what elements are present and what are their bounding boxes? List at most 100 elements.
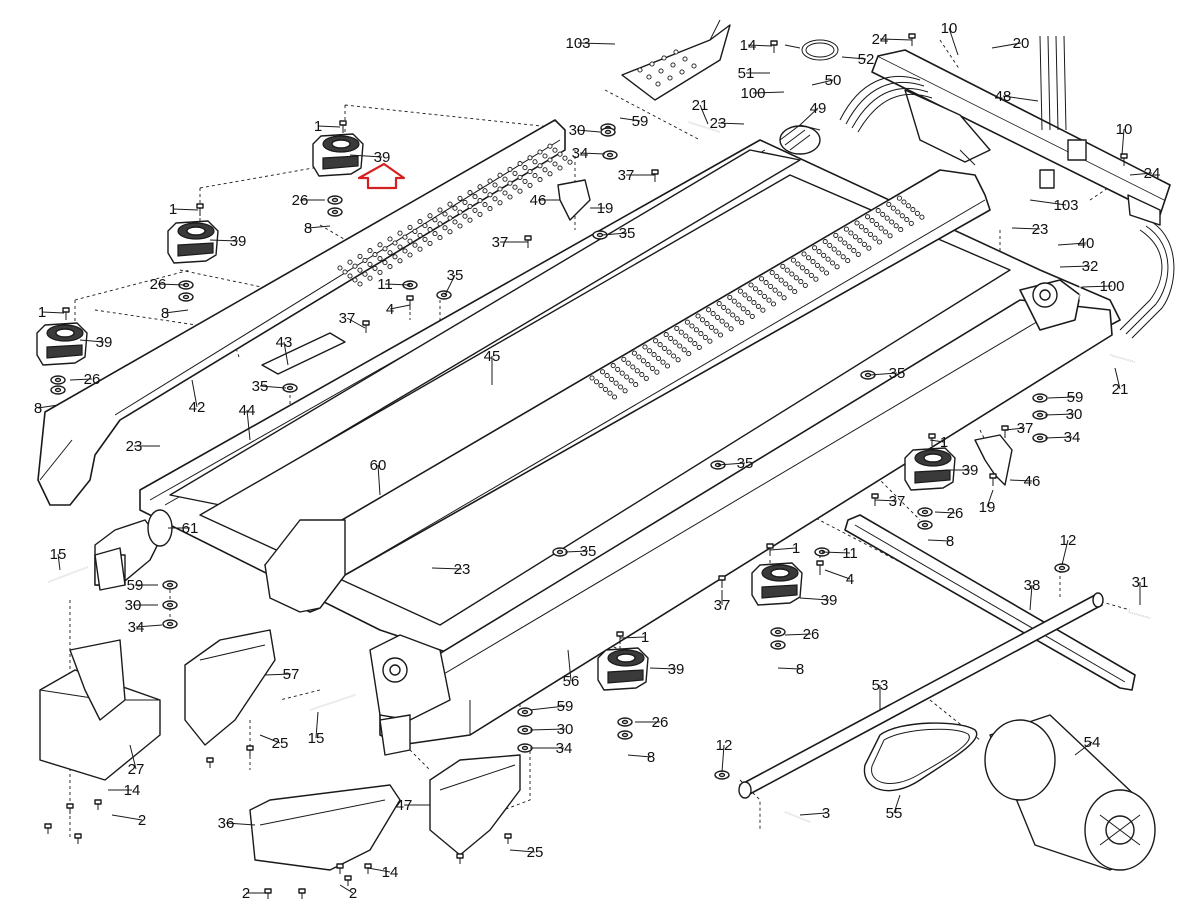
perforation-hole xyxy=(867,231,874,237)
perforation-hole xyxy=(842,240,848,246)
perforation-hole xyxy=(352,277,358,283)
callout-label: 2 xyxy=(349,885,357,902)
washer xyxy=(1032,410,1048,420)
leader-line xyxy=(777,667,801,670)
bolt-21 xyxy=(1109,354,1136,363)
callout-label: 35 xyxy=(252,378,269,395)
perforation-hole xyxy=(827,242,833,248)
leader-line xyxy=(879,38,913,41)
drive-belt xyxy=(863,722,978,792)
screw xyxy=(362,320,370,333)
perforation-hole xyxy=(407,238,413,244)
cushion-group xyxy=(36,133,956,691)
perforation-hole xyxy=(604,373,610,379)
leader-line xyxy=(799,107,819,126)
callout-label: 45 xyxy=(484,348,501,365)
perforation-hole xyxy=(666,349,672,355)
callout-label: 19 xyxy=(979,499,996,516)
callout-label: 27 xyxy=(128,761,145,778)
perforation-hole xyxy=(814,262,821,268)
screw xyxy=(616,631,624,644)
perforation-hole xyxy=(740,306,746,312)
perforation-hole xyxy=(751,300,757,306)
washer xyxy=(50,375,66,385)
bolt-3 xyxy=(784,811,811,823)
washer xyxy=(162,580,178,590)
perforation-hole xyxy=(417,219,423,225)
cushion-39 xyxy=(312,133,364,177)
callout-label: 35 xyxy=(580,543,597,560)
perforation-hole xyxy=(646,74,652,80)
perforation-hole xyxy=(357,267,363,273)
washer xyxy=(617,730,633,740)
leader-line xyxy=(444,274,456,296)
callout-label: 44 xyxy=(239,402,256,419)
perforation-hole xyxy=(387,264,393,270)
perforation-hole xyxy=(661,55,667,61)
perforation-hole xyxy=(432,231,438,237)
perforation-hole xyxy=(537,177,543,183)
callout-label: 30 xyxy=(1066,406,1083,423)
perforation-hole xyxy=(621,356,627,362)
perforation-hole xyxy=(442,211,448,217)
leader-line xyxy=(948,27,959,56)
perforation-hole xyxy=(600,369,606,375)
perforation-hole xyxy=(869,218,875,224)
callout-label: 42 xyxy=(189,399,206,416)
leader-line xyxy=(1081,285,1113,288)
callout-label: 49 xyxy=(810,100,827,117)
callout-label: 12 xyxy=(1060,532,1077,549)
perforation-hole xyxy=(683,333,689,339)
leader-line xyxy=(811,79,834,86)
perforation-hole xyxy=(717,332,724,338)
perforation-hole xyxy=(532,173,538,179)
screw xyxy=(1001,425,1009,438)
callout-label: 34 xyxy=(128,619,145,636)
perforation-hole xyxy=(462,199,468,205)
callout-label: 24 xyxy=(872,31,889,48)
perforation-hole xyxy=(367,261,373,267)
perforation-hole xyxy=(821,252,827,258)
leader-line xyxy=(619,117,641,122)
callout-label: 23 xyxy=(710,115,727,132)
perforation-hole xyxy=(422,223,428,229)
leader-line xyxy=(1059,265,1091,268)
callout-label: 1 xyxy=(641,629,649,646)
perforation-hole xyxy=(382,246,388,252)
callout-label: 40 xyxy=(1078,235,1095,252)
callout-label: 61 xyxy=(182,520,199,537)
leader-line xyxy=(389,304,411,310)
perforation-hole xyxy=(707,338,713,344)
callout-label: 35 xyxy=(737,455,754,472)
perforation-hole xyxy=(730,312,736,318)
perforation-hole xyxy=(691,63,697,69)
callout-label: 39 xyxy=(374,149,391,166)
perforation-hole xyxy=(547,143,553,149)
perforation-hole xyxy=(642,344,648,350)
perforation-hole xyxy=(567,159,573,165)
perforation-hole xyxy=(646,348,653,354)
callout-label: 1 xyxy=(792,540,800,557)
perforation-hole xyxy=(527,169,533,175)
callout-label: 35 xyxy=(889,365,906,382)
perforation-hole xyxy=(799,265,805,271)
callout-label: 100 xyxy=(740,85,765,102)
callout-label: 8 xyxy=(796,661,804,678)
perforation-hole xyxy=(780,263,786,269)
perforation-hole xyxy=(557,165,563,171)
perforation-hole xyxy=(830,260,836,266)
perforation-hole xyxy=(708,324,715,330)
leader-line xyxy=(509,849,536,853)
leader-line xyxy=(79,339,105,343)
rear-foot-caps xyxy=(39,629,521,871)
callout-label: 8 xyxy=(647,749,655,766)
perforation-hole xyxy=(392,254,398,260)
perforation-hole xyxy=(602,386,609,392)
perforation-hole xyxy=(805,255,812,261)
callout-label: 60 xyxy=(370,457,387,474)
leader-line xyxy=(1129,172,1153,176)
perforation-hole xyxy=(527,182,533,188)
perforation-hole xyxy=(840,254,846,260)
label-plate xyxy=(261,332,346,375)
perforation-hole xyxy=(901,199,907,205)
